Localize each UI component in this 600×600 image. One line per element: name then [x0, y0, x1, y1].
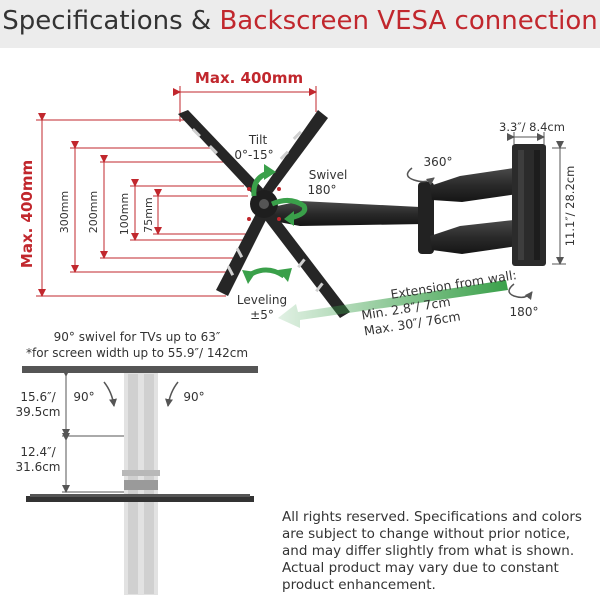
- articulating-arm: [268, 144, 546, 266]
- swivel-caption-1: 90° swivel for TVs up to 63″: [54, 330, 221, 344]
- disclaimer-text: All rights reserved. Specifications and …: [282, 509, 582, 594]
- tilt-value: 0°-15°: [234, 148, 273, 162]
- swivel-value: 180°: [308, 183, 337, 197]
- plate-dimension-lines: [507, 132, 566, 265]
- disclaimer-line-4: Actual product may vary due to constant: [282, 560, 559, 576]
- dim2-top: 12.4″/: [20, 445, 56, 459]
- tilt-label: Tilt: [248, 133, 268, 147]
- dim-100-label: 100mm: [118, 193, 131, 235]
- swivel-right-label: 90°: [183, 390, 204, 404]
- swivel-dimension-lines: [62, 369, 124, 493]
- rotation-360-label: 360°: [424, 155, 453, 169]
- swivel-label: Swivel: [309, 168, 348, 182]
- disclaimer-line-5: product enhancement.: [282, 577, 436, 593]
- dim-200-label: 200mm: [87, 191, 100, 233]
- swivel-top-view: [22, 366, 258, 595]
- max-width-label: Max. 400mm: [195, 69, 303, 87]
- dim1-top: 15.6″/: [20, 390, 56, 404]
- tilt-arrow-icon: [251, 164, 276, 197]
- leveling-label: Leveling: [237, 293, 287, 307]
- swivel-left-icon: [103, 381, 117, 407]
- page-title: Specifications & Backscreen VESA connect…: [0, 6, 600, 36]
- disclaimer-line-1: All rights reserved. Specifications and …: [282, 509, 582, 525]
- extension-arrow: [278, 280, 508, 328]
- title-accent: Backscreen VESA connection: [219, 6, 598, 36]
- max-height-label: Max. 400mm: [18, 160, 36, 268]
- swivel-right-icon: [165, 381, 179, 407]
- title-prefix: Specifications &: [2, 6, 220, 36]
- rotation-360-icon: [406, 167, 435, 186]
- swivel-left-label: 90°: [73, 390, 94, 404]
- dim2-bottom: 31.6cm: [15, 460, 60, 474]
- swivel-caption-2: *for screen width up to 55.9″/ 142cm: [26, 346, 248, 360]
- leveling-arrow-icon: [242, 267, 292, 284]
- vesa-bracket: [178, 110, 350, 318]
- dim-75-label: 75mm: [142, 197, 155, 232]
- rotation-180-icon: [508, 283, 533, 300]
- plate-width-label: 3.3″/ 8.4cm: [499, 120, 565, 134]
- rotation-180-label: 180°: [510, 305, 539, 319]
- swivel-arrow-icon: [270, 198, 308, 226]
- dim-300-label: 300mm: [58, 191, 71, 233]
- plate-height-label: 11.1″/ 28.2cm: [563, 166, 577, 247]
- dim1-bottom: 39.5cm: [15, 405, 60, 419]
- disclaimer-line-2: are subject to change without prior noti…: [282, 526, 571, 542]
- leveling-value: ±5°: [250, 308, 274, 322]
- header-bar: Specifications & Backscreen VESA connect…: [0, 0, 600, 48]
- vesa-dimension-lines: [36, 86, 317, 297]
- disclaimer-line-3: and may differ slightly from what is sho…: [282, 543, 575, 559]
